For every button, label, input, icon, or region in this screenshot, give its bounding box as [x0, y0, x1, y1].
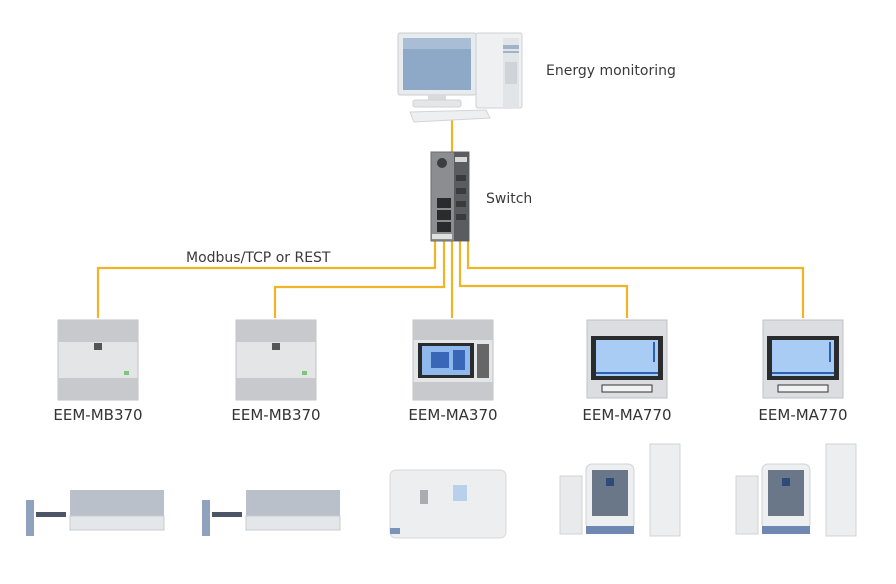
- pc-icon: [397, 32, 523, 123]
- machine-production-line-1: [26, 490, 165, 536]
- machine-machining-center-1: [559, 443, 681, 537]
- device-eem-ma770-2: [762, 319, 844, 399]
- device-label: EEM-MA770: [582, 406, 672, 424]
- device-label: EEM-MA370: [408, 406, 498, 424]
- switch-label: Switch: [486, 191, 533, 207]
- energy-monitoring-label: Energy monitoring: [546, 63, 676, 79]
- device-eem-ma370: [412, 319, 494, 401]
- protocol-label: Modbus/TCP or REST: [186, 250, 331, 266]
- machine-cnc-lathe: [389, 469, 507, 539]
- device-eem-ma770-1: [586, 319, 668, 399]
- cable-device-2: [273, 240, 446, 318]
- device-eem-mb370-1: [57, 319, 139, 401]
- cable-device-1: [96, 240, 437, 318]
- machine-production-line-2: [202, 490, 341, 536]
- device-label: EEM-MA770: [758, 406, 848, 424]
- device-label: EEM-MB370: [231, 406, 321, 424]
- cable-device-5: [466, 240, 805, 318]
- cable-device-4: [458, 240, 629, 318]
- device-label: EEM-MB370: [53, 406, 143, 424]
- switch-icon: [430, 151, 470, 242]
- machine-machining-center-2: [735, 443, 857, 537]
- device-eem-mb370-2: [235, 319, 317, 401]
